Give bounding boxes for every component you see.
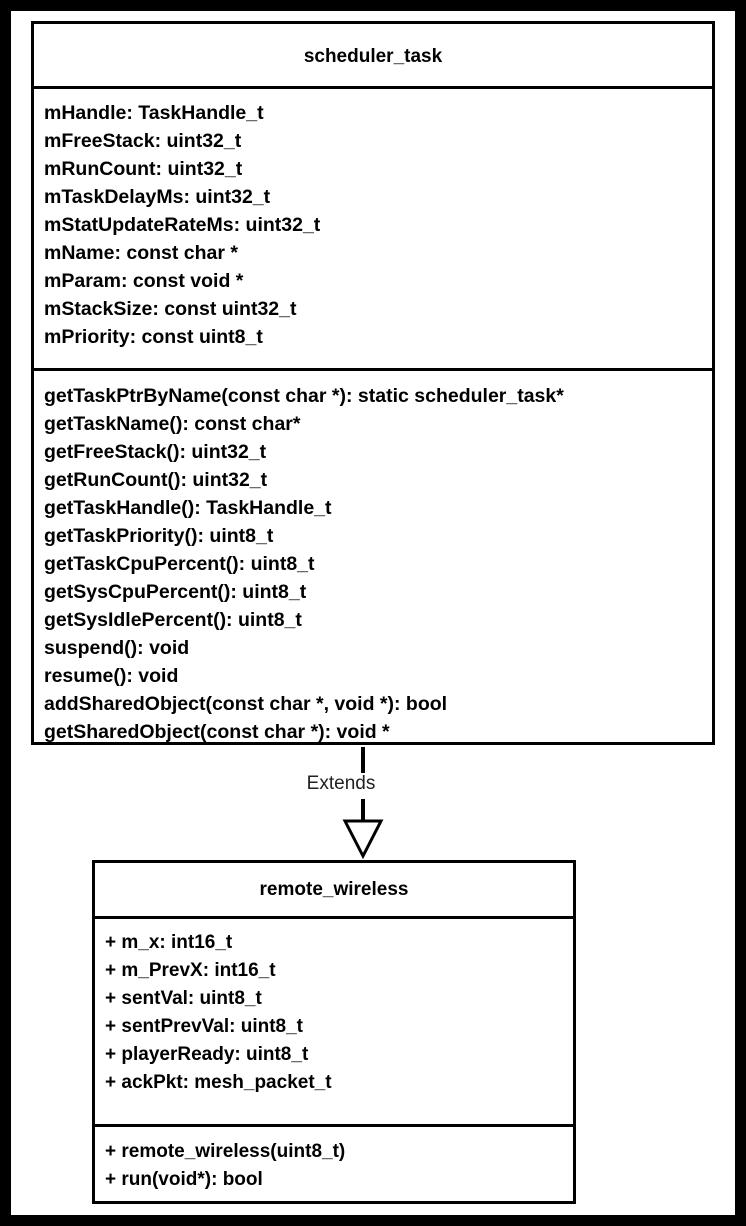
attribute: + ackPkt: mesh_packet_t bbox=[105, 1072, 332, 1093]
methods-section: + remote_wireless(uint8_t) + run(void*):… bbox=[95, 1127, 573, 1194]
attribute: + m_PrevX: int16_t bbox=[105, 960, 276, 981]
attribute: mStackSize: const uint32_t bbox=[44, 298, 297, 320]
attributes-section: mHandle: TaskHandle_t mFreeStack: uint32… bbox=[34, 89, 712, 371]
method: resume(): void bbox=[44, 665, 179, 687]
method: addSharedObject(const char *, void *): b… bbox=[44, 693, 448, 715]
method: getRunCount(): uint32_t bbox=[44, 469, 268, 491]
method: getSysCpuPercent(): uint8_t bbox=[44, 581, 307, 603]
class-scheduler-task: scheduler_task mHandle: TaskHandle_t mFr… bbox=[31, 21, 715, 745]
attribute: + m_x: int16_t bbox=[105, 932, 233, 953]
method: getTaskPriority(): uint8_t bbox=[44, 525, 274, 547]
attribute: + playerReady: uint8_t bbox=[105, 1044, 309, 1065]
method: getTaskPtrByName(const char *): static s… bbox=[44, 385, 564, 407]
attribute: mTaskDelayMs: uint32_t bbox=[44, 186, 271, 208]
method: getSysIdlePercent(): uint8_t bbox=[44, 609, 302, 631]
method: + run(void*): bool bbox=[105, 1169, 263, 1190]
class-name: scheduler_task bbox=[34, 24, 712, 89]
diagram-canvas: scheduler_task mHandle: TaskHandle_t mFr… bbox=[11, 11, 735, 1215]
attribute: mParam: const void * bbox=[44, 270, 244, 292]
attribute: mPriority: const uint8_t bbox=[44, 326, 263, 348]
attribute: + sentPrevVal: uint8_t bbox=[105, 1016, 303, 1037]
attributes-section: + m_x: int16_t + m_PrevX: int16_t + sent… bbox=[95, 919, 573, 1127]
inheritance-arrowhead bbox=[342, 819, 384, 860]
method: getTaskName(): const char* bbox=[44, 413, 301, 435]
attribute: mName: const char * bbox=[44, 242, 238, 264]
attribute: mRunCount: uint32_t bbox=[44, 158, 243, 180]
method: suspend(): void bbox=[44, 637, 190, 659]
methods-section: getTaskPtrByName(const char *): static s… bbox=[34, 371, 712, 746]
class-name: remote_wireless bbox=[95, 863, 573, 919]
attribute: mStatUpdateRateMs: uint32_t bbox=[44, 214, 321, 236]
class-remote-wireless: remote_wireless + m_x: int16_t + m_PrevX… bbox=[92, 860, 576, 1204]
method: getTaskHandle(): TaskHandle_t bbox=[44, 497, 332, 519]
method: getFreeStack(): uint32_t bbox=[44, 441, 267, 463]
attribute: mFreeStack: uint32_t bbox=[44, 130, 242, 152]
method: getTaskCpuPercent(): uint8_t bbox=[44, 553, 315, 575]
attribute: + sentVal: uint8_t bbox=[105, 988, 262, 1009]
attribute: mHandle: TaskHandle_t bbox=[44, 102, 264, 124]
method: + remote_wireless(uint8_t) bbox=[105, 1141, 346, 1162]
extends-label: Extends bbox=[281, 773, 401, 795]
method: getSharedObject(const char *): void * bbox=[44, 721, 390, 743]
